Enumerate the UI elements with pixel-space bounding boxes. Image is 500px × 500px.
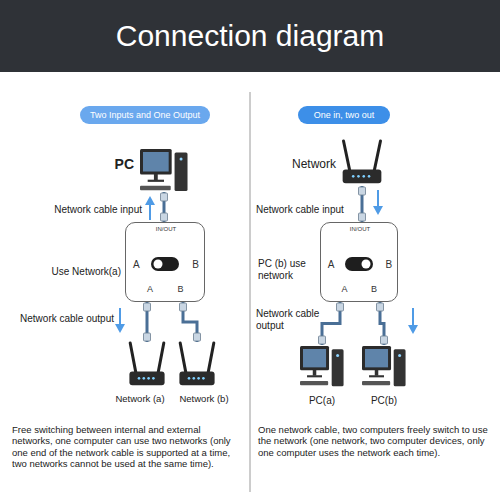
switch-position: A: [328, 259, 335, 271]
section-heading: Two Inputs and One Output: [90, 110, 200, 120]
switch-position: B: [386, 259, 393, 271]
cable-plug: [381, 336, 388, 344]
computer-device: PC(b): [362, 345, 406, 387]
cable-plug: [337, 303, 344, 311]
cable-plug: [144, 303, 151, 311]
cable-plug: [359, 213, 366, 221]
computer-icon: [140, 148, 188, 192]
port-label: IN/OUT: [350, 226, 370, 233]
direction-arrow: [373, 190, 383, 215]
router-device: Network (a): [127, 342, 167, 388]
computer-icon: [362, 345, 406, 387]
device-label: PC: [115, 156, 134, 172]
device-label: PC(b): [371, 395, 397, 407]
device-label: PC(a): [309, 395, 335, 407]
computer-icon: [300, 345, 344, 387]
router-icon: [127, 342, 167, 388]
switch-position: B: [192, 259, 199, 271]
device-label: Network (b): [179, 394, 228, 405]
annotation-label: PC (b) use network: [258, 258, 318, 282]
switch-position: A: [341, 283, 347, 293]
column-divider: [250, 92, 251, 492]
cable-plug: [144, 333, 151, 341]
cable-plug: [161, 213, 168, 221]
device-label: Network (a): [115, 394, 164, 405]
switch-toggle: [151, 257, 179, 271]
annotation-label: Network cable output: [256, 308, 322, 332]
device-label: Network: [292, 158, 336, 172]
cable-plug: [180, 303, 187, 311]
router-device: Network: [340, 140, 384, 186]
description-note: Free switching between internal and exte…: [12, 424, 242, 470]
direction-arrow: [115, 308, 125, 333]
annotation-label: Network cable output: [4, 313, 114, 325]
direction-arrow: [408, 308, 418, 334]
annotation-label: Network cable input: [30, 204, 142, 216]
title-bar: Connection diagram: [0, 0, 500, 72]
switch-position: A: [133, 259, 140, 271]
description-note: One network cable, two computers freely …: [258, 424, 490, 458]
switch-position: B: [371, 283, 377, 293]
switch-position: A: [147, 283, 153, 293]
cable-plug: [359, 187, 366, 195]
router-icon: [340, 140, 384, 186]
switch-box: IN/OUT A B A B: [125, 222, 205, 302]
direction-arrow: [145, 196, 155, 220]
switch-toggle: [345, 257, 373, 271]
computer-device: PC(a): [300, 345, 344, 387]
port-label: IN/OUT: [156, 226, 176, 233]
cable-plug: [194, 333, 201, 341]
section-pill: One in, two out: [298, 106, 390, 124]
router-icon: [177, 342, 217, 388]
switch-box: IN/OUT A B A B: [320, 222, 398, 302]
title: Connection diagram: [116, 19, 385, 53]
section-heading: One in, two out: [314, 110, 375, 120]
annotation-label: Network cable input: [256, 204, 370, 216]
cable-plug: [161, 193, 168, 201]
router-device: Network (b): [177, 342, 217, 388]
computer-device: PC: [140, 148, 188, 192]
switch-position: B: [177, 283, 183, 293]
cable-plug: [319, 336, 326, 344]
annotation-label: Use Network(a): [20, 266, 121, 278]
cable-plug: [377, 303, 384, 311]
section-pill: Two Inputs and One Output: [80, 106, 210, 124]
